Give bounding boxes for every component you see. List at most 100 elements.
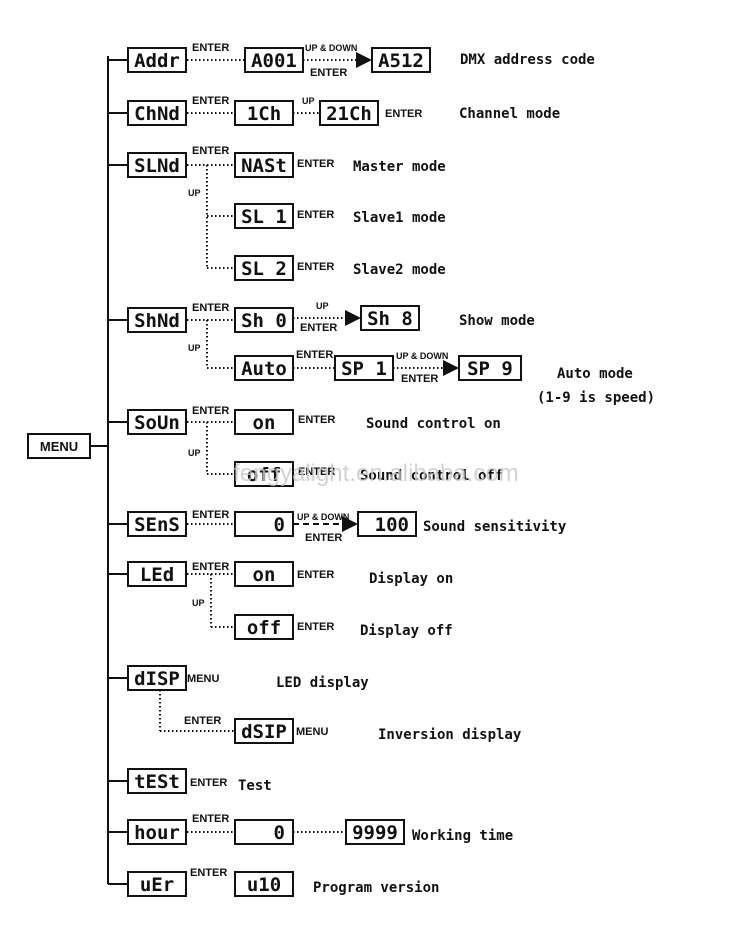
- led-up-label: UP: [192, 598, 205, 608]
- row-chnd: ChNd ENTER 1Ch UP 21Ch ENTER Channel mod…: [108, 95, 560, 126]
- chnd-enter-label: ENTER: [192, 95, 229, 107]
- soun-on: on: [253, 412, 276, 434]
- soun-off-desc: Sound control off: [360, 468, 503, 484]
- led-on-enter: ENTER: [297, 569, 334, 581]
- addr-desc: DMX address code: [460, 52, 595, 68]
- chnd-enter2-label: ENTER: [385, 108, 422, 120]
- shnd-auto-enter: ENTER: [296, 349, 333, 361]
- soun-off-enter: ENTER: [298, 466, 335, 478]
- slnd-slave1-enter: ENTER: [297, 209, 334, 221]
- addr-enter2-label: ENTER: [310, 67, 347, 79]
- chnd-code: ChNd: [134, 103, 180, 125]
- soun-enter-label: ENTER: [192, 405, 229, 417]
- test-desc: Test: [238, 778, 272, 794]
- disp-enter-label: ENTER: [184, 715, 221, 727]
- addr-end: A512: [378, 50, 424, 72]
- led-on-desc: Display on: [369, 571, 453, 587]
- sens-start: 0: [274, 514, 285, 536]
- shnd-show-end: Sh 8: [367, 308, 413, 330]
- shnd-show-desc: Show mode: [459, 313, 535, 329]
- test-code: tESt: [134, 771, 180, 793]
- shnd-sp-enter: ENTER: [401, 373, 438, 385]
- sens-code: SEnS: [134, 514, 180, 536]
- row-hour: hour ENTER 0 9999 Working time: [108, 813, 513, 845]
- hour-code: hour: [134, 822, 180, 844]
- led-off-desc: Display off: [360, 623, 453, 639]
- menu-root-label: MENU: [40, 439, 78, 454]
- soun-on-desc: Sound control on: [366, 416, 501, 432]
- row-disp: dISP MENU LED display ENTER dSIP MENU In…: [108, 665, 522, 744]
- sens-enter2-label: ENTER: [305, 532, 342, 544]
- hour-enter-label: ENTER: [192, 813, 229, 825]
- row-led: LEd ENTER UP on ENTER Display on off ENT…: [108, 561, 453, 640]
- shnd-up2-label: UP: [316, 301, 329, 311]
- led-off: off: [247, 617, 281, 639]
- shnd-enter-label: ENTER: [192, 302, 229, 314]
- led-off-enter: ENTER: [297, 621, 334, 633]
- slnd-slave1-desc: Slave1 mode: [353, 210, 446, 226]
- disp-code: dISP: [134, 668, 180, 690]
- chnd-opt2: 21Ch: [326, 103, 372, 125]
- watermark: fengyalight.en.alibaba.com: [233, 460, 519, 487]
- sens-desc: Sound sensitivity: [423, 519, 567, 535]
- chnd-desc: Channel mode: [459, 106, 560, 122]
- slnd-enter-label: ENTER: [192, 145, 229, 157]
- row-sens: SEnS ENTER 0 UP & DOWN ENTER 100 Sound s…: [108, 509, 567, 544]
- row-shnd: ShNd ENTER UP Sh 0 UP ENTER Sh 8 Show mo…: [108, 301, 655, 406]
- slnd-slave2-enter: ENTER: [297, 261, 334, 273]
- slnd-master-desc: Master mode: [353, 159, 446, 175]
- shnd-code: ShNd: [134, 310, 180, 332]
- hour-end: 9999: [352, 822, 398, 844]
- test-enter-label: ENTER: [190, 777, 227, 789]
- shnd-auto: Auto: [241, 358, 287, 380]
- disp-inv-desc: Inversion display: [378, 727, 522, 743]
- soun-off: off: [247, 464, 281, 486]
- disp-desc: LED display: [276, 675, 369, 691]
- ver-code: uEr: [140, 874, 174, 896]
- slnd-master-enter: ENTER: [297, 158, 334, 170]
- shnd-show-start: Sh 0: [241, 310, 287, 332]
- led-on: on: [253, 564, 276, 586]
- slnd-master: NASt: [241, 155, 287, 177]
- ver-value: u10: [247, 874, 281, 896]
- addr-code: Addr: [134, 50, 180, 72]
- shnd-enter2-label: ENTER: [300, 322, 337, 334]
- sens-updown-label: UP & DOWN: [297, 512, 349, 522]
- row-test: tESt ENTER Test: [108, 768, 272, 794]
- hour-desc: Working time: [412, 828, 513, 844]
- addr-code-box: [127, 47, 187, 73]
- menu-root: MENU: [27, 433, 91, 459]
- row-addr: Addr ENTER A001 UP & DOWN ENTER A512 DMX…: [108, 42, 595, 79]
- chnd-up-label: UP: [302, 96, 315, 106]
- slnd-slave1: SL 1: [241, 206, 287, 228]
- slnd-slave2: SL 2: [241, 258, 287, 280]
- addr-updown-label: UP & DOWN: [305, 43, 357, 53]
- sens-end: 100: [375, 514, 409, 536]
- shnd-sp-end: SP 9: [467, 358, 513, 380]
- shnd-sp-updown: UP & DOWN: [396, 351, 448, 361]
- slnd-code: SLNd: [134, 155, 180, 177]
- slnd-slave2-desc: Slave2 mode: [353, 262, 446, 278]
- soun-on-enter: ENTER: [298, 414, 335, 426]
- hour-start: 0: [274, 822, 285, 844]
- led-code: LEd: [140, 564, 174, 586]
- soun-code: SoUn: [134, 412, 180, 434]
- ver-desc: Program version: [313, 880, 439, 896]
- addr-start: A001: [251, 50, 297, 72]
- soun-up-label: UP: [188, 448, 201, 458]
- row-soun: SoUn ENTER UP on ENTER Sound control on …: [108, 405, 503, 487]
- shnd-auto-note: (1-9 is speed): [537, 390, 655, 406]
- shnd-up-label: UP: [188, 343, 201, 353]
- chnd-opt1: 1Ch: [247, 103, 281, 125]
- row-slnd: SLNd ENTER UP NASt ENTER Master mode SL …: [108, 145, 446, 281]
- led-enter-label: ENTER: [192, 561, 229, 573]
- disp-menu-label: MENU: [187, 673, 219, 685]
- shnd-auto-desc: Auto mode: [557, 366, 633, 382]
- slnd-up-label: UP: [188, 188, 201, 198]
- sens-enter-label: ENTER: [192, 509, 229, 521]
- shnd-sp-start: SP 1: [341, 358, 387, 380]
- ver-enter-label: ENTER: [190, 867, 227, 879]
- disp-inv: dSIP: [241, 721, 287, 743]
- addr-enter-label: ENTER: [192, 42, 229, 54]
